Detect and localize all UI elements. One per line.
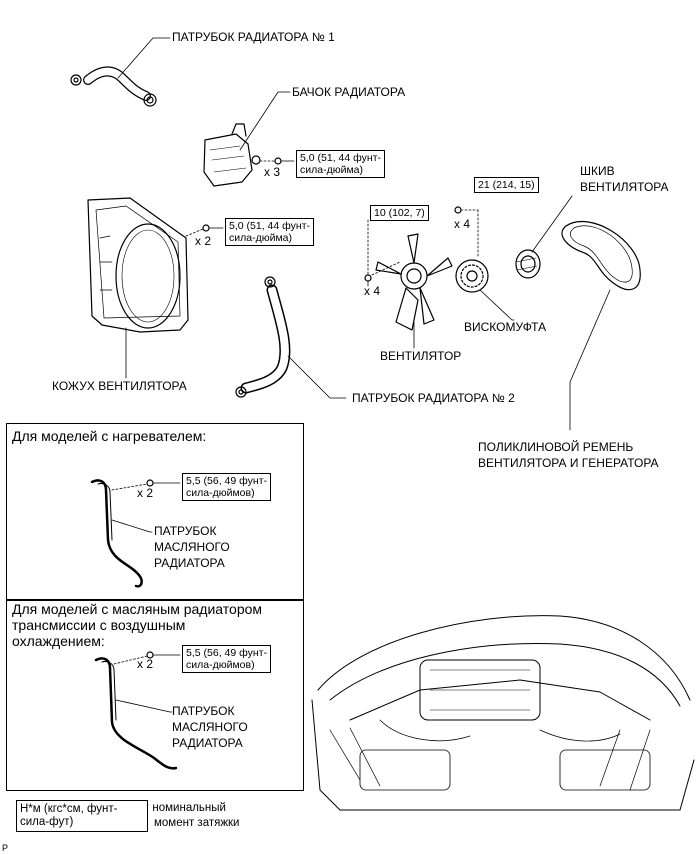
fan-drawing (375, 233, 453, 331)
radiator-reservoir-drawing (203, 123, 261, 187)
vehicle-engine-bay-drawing (311, 615, 695, 811)
torque-shroud-line1: 5,0 (51, 44 фунт- (229, 220, 310, 232)
oil-cooler-hose-2-drawing (94, 657, 178, 770)
label-radiator-reservoir: БАЧОК РАДИАТОРА (292, 85, 406, 99)
viscous-bolt-icon (454, 206, 462, 214)
panel1-part-line1: ПАТРУБОК (154, 524, 217, 538)
oil-cooler-hose-1-drawing (90, 479, 143, 588)
reservoir-bolt-icon (274, 157, 282, 165)
torque-fan-line1: 10 (102, 7) (374, 207, 425, 219)
label-radiator-hose-2: ПАТРУБОК РАДИАТОРА № 2 (352, 391, 515, 405)
radiator-hose-1-drawing (70, 66, 157, 107)
panel1-torque-line2: сила-дюймов) (186, 487, 255, 499)
panel-air-cooled-atf-models (6, 599, 304, 791)
leader-oil-hose-2 (115, 699, 173, 713)
torque-reservoir-line2: сила-дюйма) (300, 164, 363, 176)
panel2-part-line3: РАДИАТОРА (172, 736, 243, 750)
panel2-title-line2: трансмиссии с воздушным (12, 617, 186, 633)
torque-reservoir: 5,0 (51, 44 фунт- сила-дюйма) (296, 150, 385, 178)
panel2-title-line3: охлаждением: (12, 633, 105, 649)
legend-box-line2: сила-фут) (20, 816, 74, 828)
leader-hose-1 (117, 37, 171, 79)
fan-shroud-drawing (87, 197, 189, 333)
label-viscous-coupling: ВИСКОМУФТА (464, 320, 547, 334)
leader-hose-2 (287, 355, 347, 399)
legend-torque-box: Н*м (кгс*см, фунт- сила-фут) (16, 800, 148, 832)
leader-oil-hose-1 (111, 519, 153, 533)
panel1-part-line3: РАДИАТОРА (154, 556, 225, 570)
panel2-part-line2: МАСЛЯНОГО (172, 720, 248, 734)
count-viscous: x 4 (454, 217, 471, 231)
shroud-bolt-icon (202, 224, 210, 232)
radiator-hose-2-drawing (235, 276, 291, 398)
label-fan: ВЕНТИЛЯТОР (380, 349, 462, 363)
leader-reservoir (239, 91, 291, 151)
leader-belt (569, 289, 611, 431)
label-fan-shroud: КОЖУХ ВЕНТИЛЯТОРА (52, 379, 187, 393)
torque-shroud: 5,0 (51, 44 фунт- сила-дюйма) (225, 218, 314, 246)
panel1-title: Для моделей с нагревателем: (12, 428, 207, 444)
panel1-part-line2: МАСЛЯНОГО (154, 540, 230, 554)
panel2-title-line1: Для моделей с масляным радиатором (12, 601, 263, 617)
legend-desc-line1: : номинальный (146, 802, 226, 814)
panel1-count: x 2 (137, 486, 154, 500)
panel2-torque-line1: 5,5 (56, 49 фунт- (186, 647, 267, 659)
panel1-torque: 5,5 (56, 49 фунт- сила-дюймов) (182, 473, 271, 501)
panel2-part-line1: ПАТРУБОК (172, 704, 235, 718)
label-fan-pulley-line2: ВЕНТИЛЯТОРА (580, 180, 669, 194)
count-shroud: x 2 (195, 234, 212, 248)
count-fan: x 4 (364, 284, 381, 298)
fan-pulley-drawing (515, 249, 541, 279)
panel2-torque: 5,5 (56, 49 фунт- сила-дюймов) (182, 645, 271, 673)
v-ribbed-belt-drawing (561, 220, 641, 291)
fan-bolt-icon (364, 274, 372, 282)
corner-mark: P (2, 843, 9, 853)
torque-viscous: 21 (214, 15) (474, 177, 539, 193)
label-v-belt-line1: ПОЛИКЛИНОВОЙ РЕМЕНЬ (478, 440, 634, 454)
leader-viscous (479, 289, 515, 321)
legend-box-line1: Н*м (кгс*см, фунт- (20, 803, 118, 815)
panel-heater-models (6, 423, 304, 601)
torque-reservoir-line1: 5,0 (51, 44 фунт- (300, 152, 381, 164)
leader-pulley (531, 195, 573, 253)
panel1-torque-line1: 5,5 (56, 49 фунт- (186, 475, 267, 487)
panel2-torque-line2: сила-дюймов) (186, 659, 255, 671)
label-radiator-hose-1: ПАТРУБОК РАДИАТОРА № 1 (172, 30, 335, 44)
torque-fan: 10 (102, 7) (370, 205, 429, 221)
torque-shroud-line2: сила-дюйма) (229, 232, 292, 244)
label-fan-pulley-line1: ШКИВ (580, 164, 615, 178)
torque-viscous-line1: 21 (214, 15) (478, 179, 535, 191)
viscous-coupling-drawing (455, 259, 489, 293)
legend-desc-line2: момент затяжки (154, 817, 240, 829)
count-reservoir: x 3 (264, 165, 281, 179)
label-v-belt-line2: ВЕНТИЛЯТОРА И ГЕНЕРАТОРА (478, 456, 659, 470)
panel2-count: x 2 (137, 657, 154, 671)
